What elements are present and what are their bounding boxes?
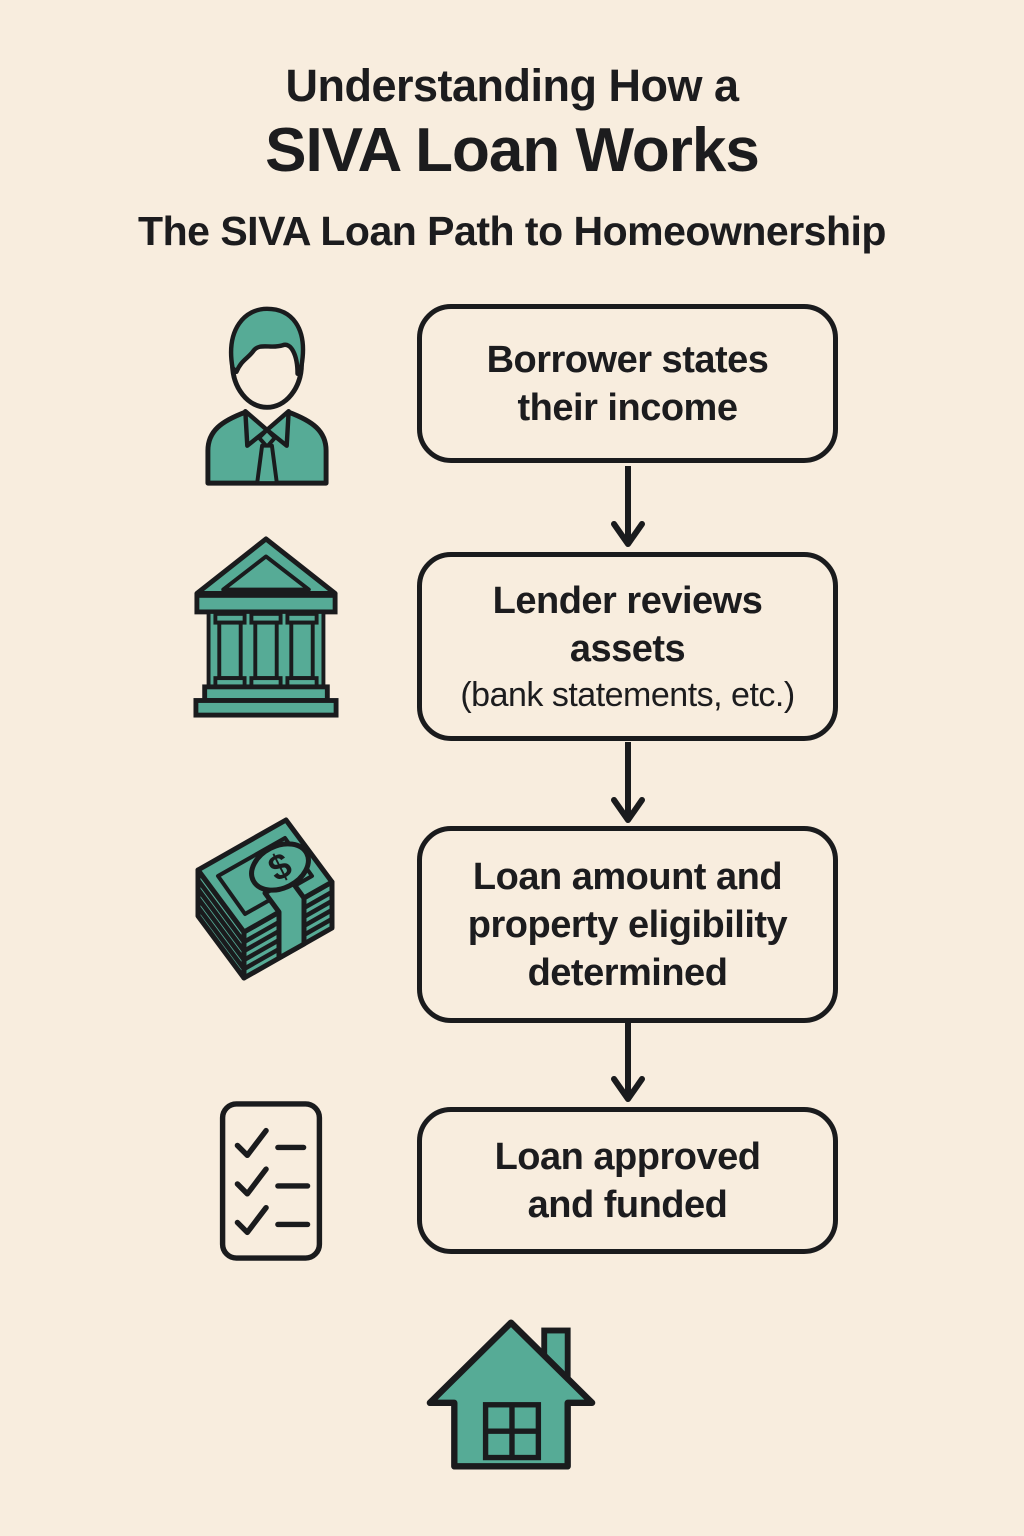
down-arrow-icon	[610, 1023, 646, 1105]
step-4-label-line: and funded	[527, 1183, 728, 1226]
step-1-label-line: Borrower states	[486, 338, 769, 381]
step-3-label-line: property eligibility	[467, 903, 788, 946]
step-3-box: Loan amount and property eligibility det…	[417, 826, 838, 1023]
down-arrow-icon	[610, 466, 646, 550]
checklist-icon	[218, 1100, 324, 1262]
step-4-label-line: Loan approved	[494, 1135, 761, 1178]
step-4-box: Loan approved and funded	[417, 1107, 838, 1254]
step-2-label-line: assets	[569, 627, 686, 670]
borrower-person-icon	[202, 300, 332, 487]
money-stack-icon: $	[192, 812, 338, 984]
step-2-box: Lender reviews assets (bank statements, …	[417, 552, 838, 741]
house-icon	[425, 1316, 597, 1474]
step-1-label-line: their income	[517, 386, 738, 429]
step-2-sub-label: (bank statements, etc.)	[460, 675, 795, 714]
step-3-label-line: determined	[527, 951, 728, 994]
page-title-line-2: SIVA Loan Works	[265, 116, 760, 185]
page-title-line-1: Understanding How a	[285, 60, 739, 111]
bank-building-icon	[193, 535, 339, 720]
step-3-label-line: Loan amount and	[472, 855, 783, 898]
step-1-box: Borrower states their income	[417, 304, 838, 463]
step-2-label-line: Lender reviews	[492, 579, 763, 622]
down-arrow-icon	[610, 742, 646, 826]
page-subtitle: The SIVA Loan Path to Homeownership	[138, 208, 886, 254]
